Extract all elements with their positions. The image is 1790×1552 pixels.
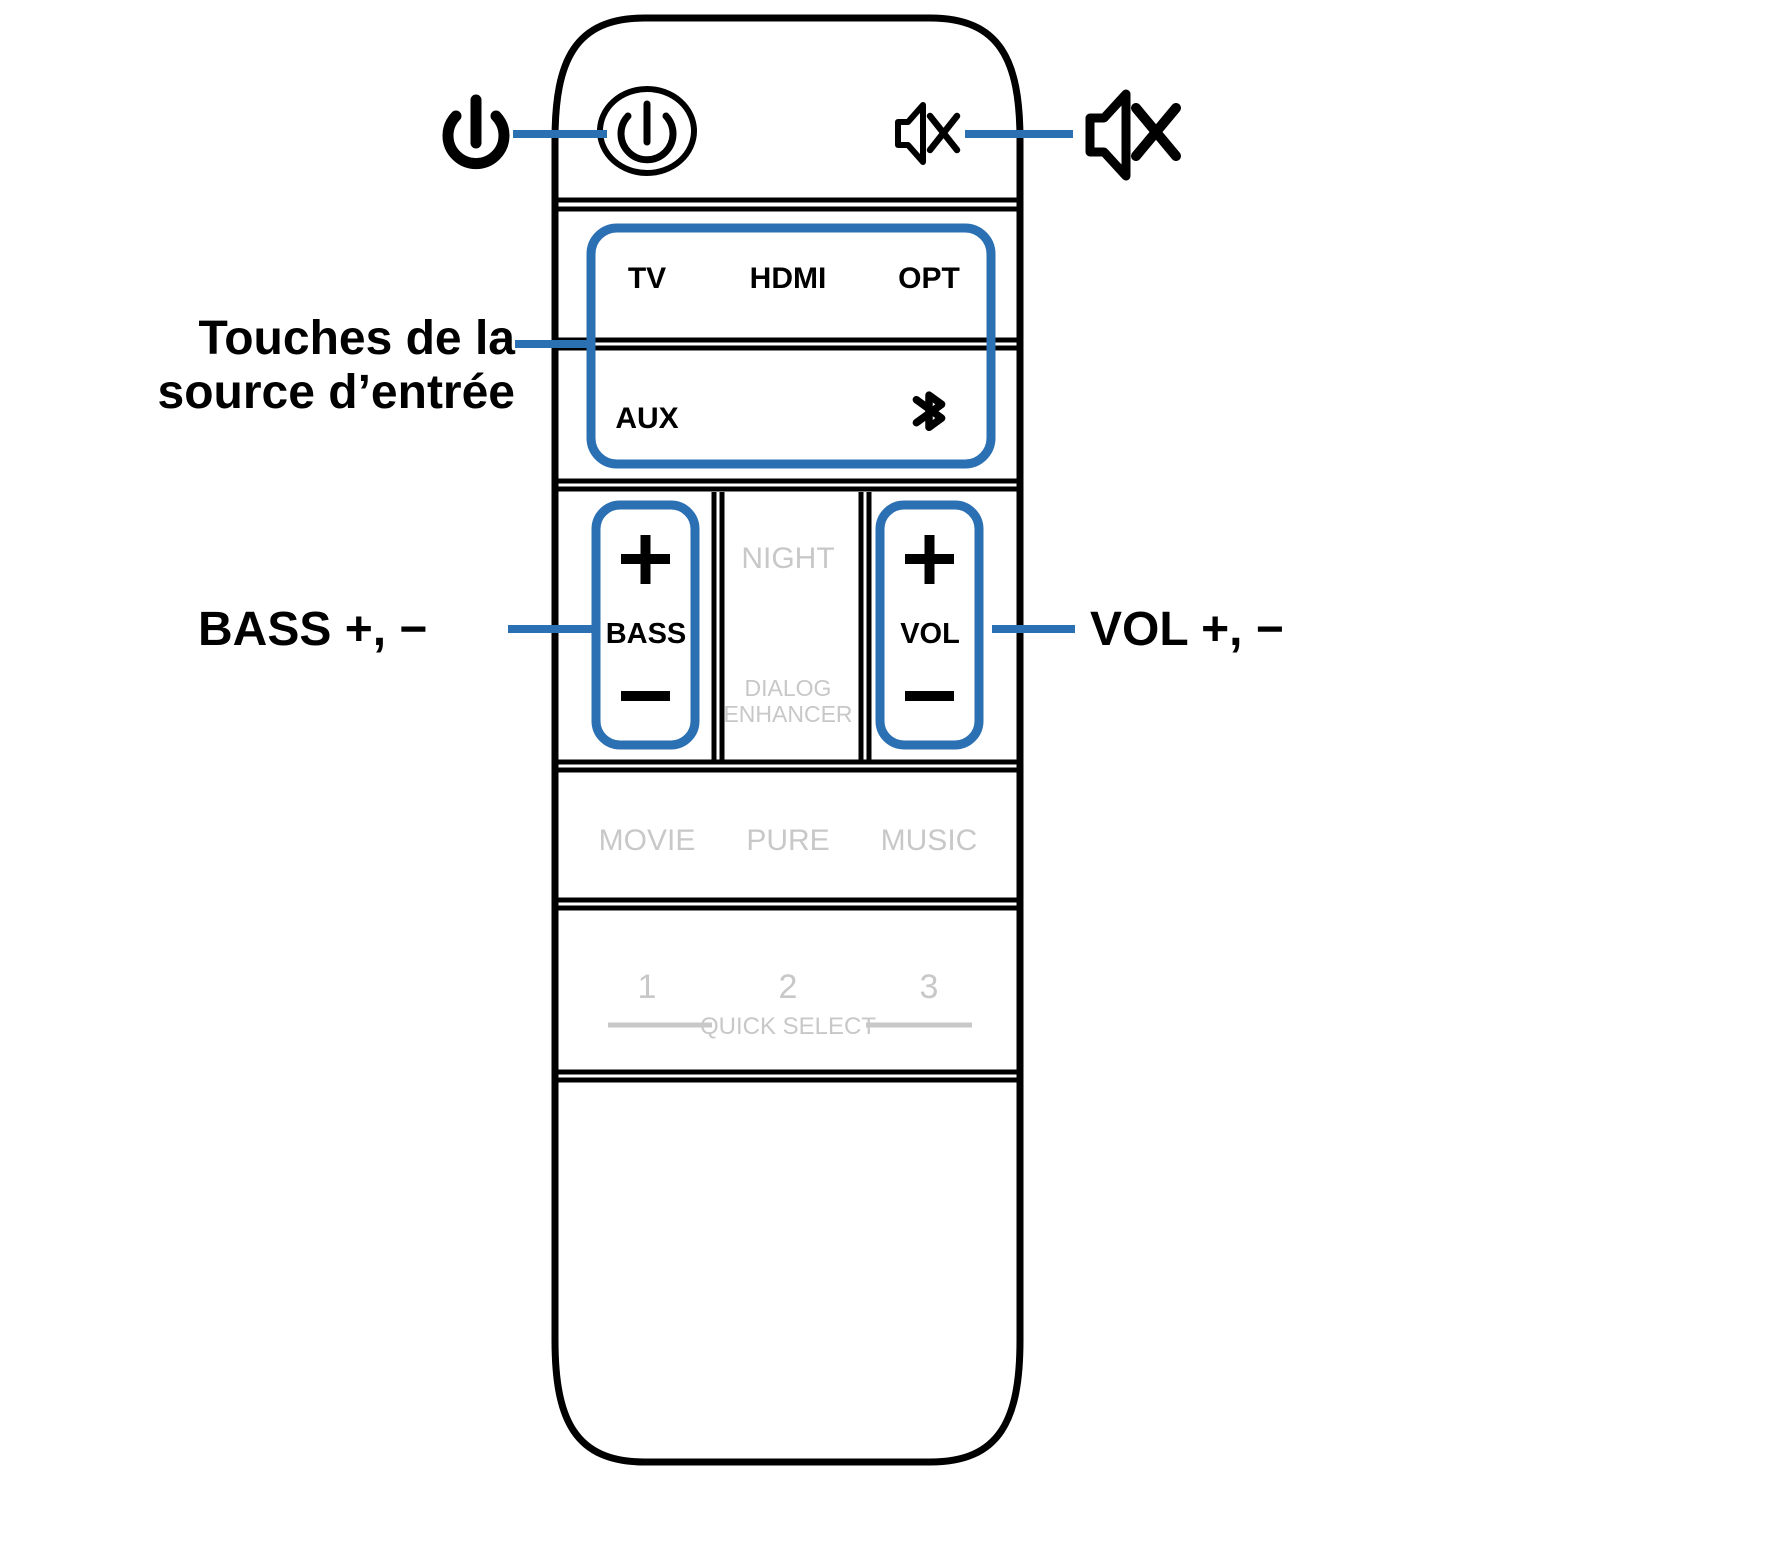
svg-text:NIGHT: NIGHT: [741, 542, 834, 575]
power-icon: [442, 94, 510, 170]
svg-text:BASS: BASS: [606, 618, 687, 650]
callout-input-source-line2: source d’entrée: [157, 365, 515, 419]
input-source-row-1[interactable]: TV HDMI OPT: [628, 262, 960, 295]
input-source-row-2[interactable]: AUX: [615, 391, 946, 435]
svg-text:HDMI: HDMI: [750, 262, 827, 295]
svg-text:QUICK SELECT: QUICK SELECT: [700, 1013, 876, 1040]
quick-select-row[interactable]: 1 2 3 QUICK SELECT: [608, 968, 972, 1040]
svg-text:DIALOG: DIALOG: [745, 675, 832, 701]
callout-vol-label: VOL +, −: [1090, 603, 1284, 656]
svg-text:VOL: VOL: [900, 618, 960, 650]
callout-leader-lines: [508, 130, 1075, 633]
sound-mode-row[interactable]: MOVIE PURE MUSIC: [599, 824, 978, 857]
callout-bass-label: BASS +, −: [198, 603, 428, 656]
remote-mute-button[interactable]: [895, 102, 961, 165]
mute-icon: [1085, 89, 1181, 181]
vol-button[interactable]: VOL: [875, 500, 984, 750]
svg-text:MUSIC: MUSIC: [881, 824, 978, 857]
callout-input-source-line1: Touches de la: [198, 312, 515, 365]
night-dialog-enhancer-button[interactable]: NIGHT DIALOG ENHANCER: [723, 542, 852, 727]
svg-text:TV: TV: [628, 262, 666, 295]
svg-text:PURE: PURE: [746, 824, 829, 857]
svg-text:1: 1: [638, 968, 657, 1006]
bluetooth-icon[interactable]: [912, 391, 946, 432]
vol-plus-icon[interactable]: [905, 535, 954, 584]
svg-text:2: 2: [779, 968, 798, 1006]
bass-plus-icon[interactable]: [621, 535, 670, 584]
svg-text:OPT: OPT: [898, 262, 960, 295]
svg-text:AUX: AUX: [615, 402, 678, 435]
remote-body-outline: [551, 14, 1024, 1466]
svg-text:3: 3: [920, 968, 939, 1006]
panel-divider-lines: [557, 197, 1018, 1083]
callout-input-source-label: Touches de la source d’entrée: [60, 312, 515, 420]
svg-text:MOVIE: MOVIE: [599, 824, 696, 857]
svg-text:ENHANCER: ENHANCER: [723, 701, 852, 727]
remote-power-button[interactable]: [597, 86, 697, 176]
